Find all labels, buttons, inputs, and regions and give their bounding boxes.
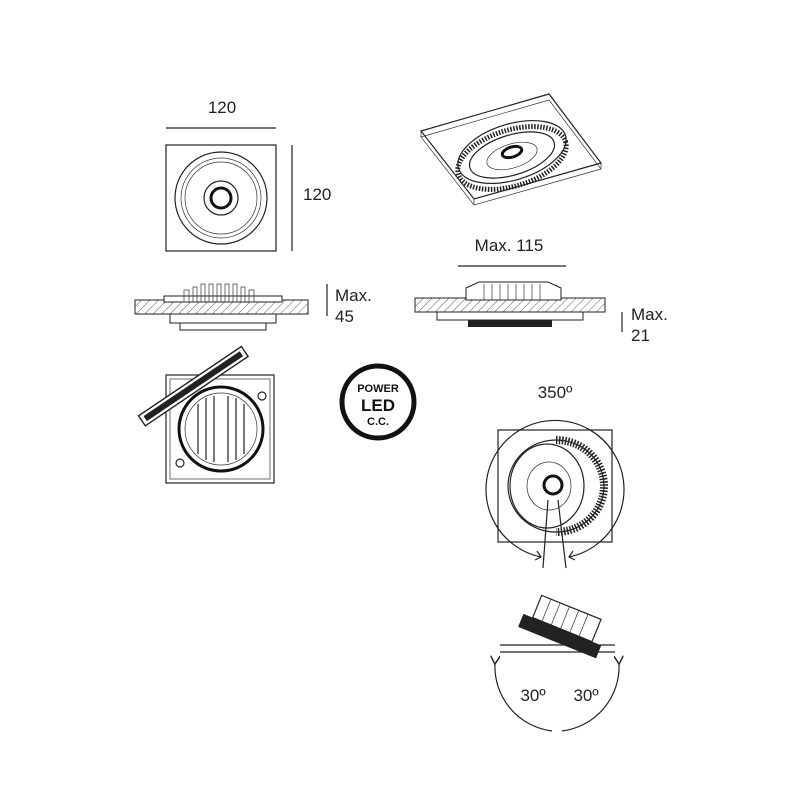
tilt-view: 30º 30º — [495, 594, 619, 732]
rotation-fins — [555, 436, 608, 536]
lens — [209, 186, 233, 210]
trim-ring — [169, 313, 277, 324]
housing-right — [465, 281, 562, 301]
rotation-lens — [542, 474, 564, 496]
rear-fins — [197, 396, 245, 462]
side-section-view: Max. 45 — [134, 283, 372, 331]
heatsink-fins — [183, 283, 255, 303]
outer-ring — [174, 151, 268, 245]
depth-max-value: 45 — [335, 307, 354, 326]
rotation-view: 350º — [485, 383, 625, 569]
power-led-badge: POWER LED C.C. — [339, 363, 417, 441]
tilted-housing — [518, 594, 602, 659]
lens-ring — [203, 180, 239, 216]
perspective-lens — [500, 144, 524, 160]
max-width-dimension-label: Max. 115 — [475, 236, 544, 255]
badge-line3: C.C. — [367, 416, 389, 428]
width-dimension-label: 120 — [208, 98, 236, 117]
perspective-view — [419, 93, 603, 206]
side-section-view-right: Max. 115 Max. 21 — [414, 236, 668, 345]
tilt-left-label: 30º — [520, 686, 545, 705]
rotation-arc — [485, 419, 625, 558]
badge-line1: POWER — [357, 383, 399, 395]
right-depth-max-label: Max. — [631, 305, 668, 324]
tilt-arc-left — [495, 663, 553, 732]
badge-ring — [339, 363, 417, 441]
tilt-right-label: 30º — [573, 686, 598, 705]
rotation-arrow-left — [534, 550, 542, 561]
badge-line2: LED — [361, 396, 395, 415]
front-plate — [165, 144, 277, 252]
depth-max-label: Max. — [335, 286, 372, 305]
height-dimension-label: 120 — [303, 185, 331, 204]
front-view: 120 120 — [165, 98, 331, 252]
rotation-plate — [497, 429, 613, 543]
screw-icon — [257, 391, 267, 401]
screw-icon — [175, 458, 185, 468]
rotation-arrow-right — [568, 550, 576, 561]
lens-band — [468, 320, 552, 327]
tilt-arc-right — [561, 663, 619, 732]
rear-view — [137, 345, 275, 484]
rear-heatsink — [177, 385, 265, 473]
rotation-angle-label: 350º — [538, 383, 573, 402]
right-depth-max-value: 21 — [631, 326, 650, 345]
